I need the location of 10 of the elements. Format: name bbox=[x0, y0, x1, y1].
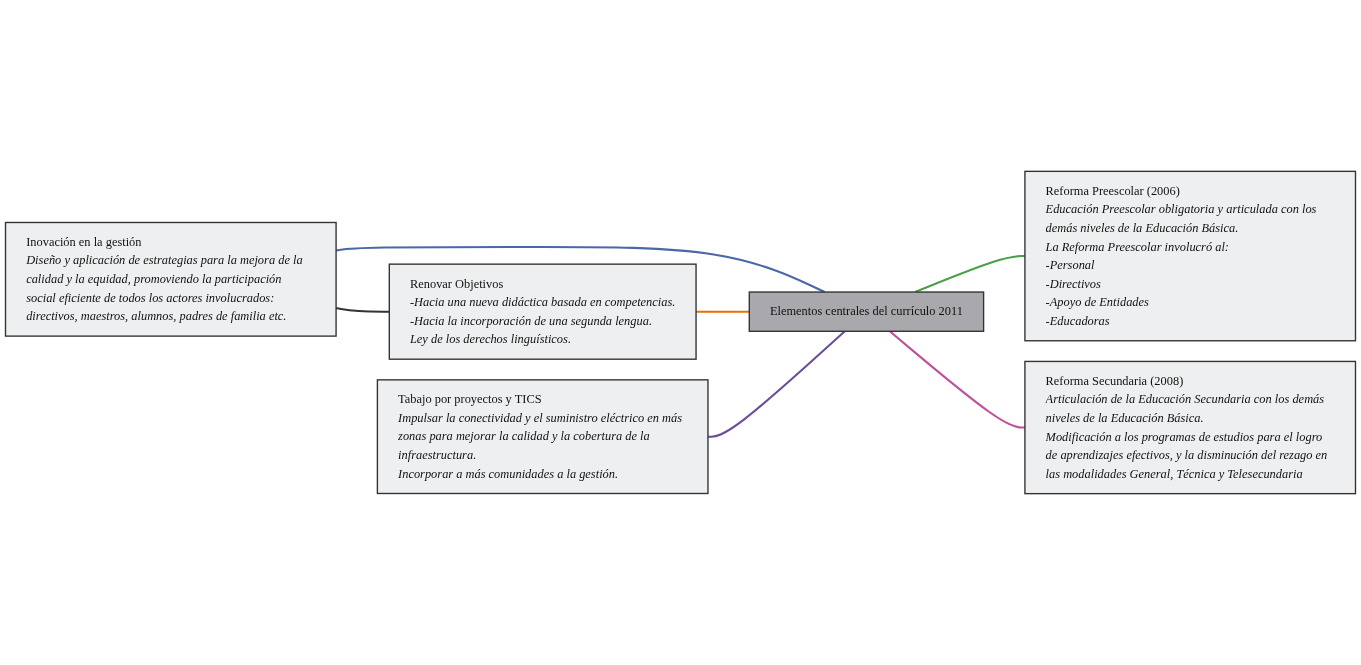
connector bbox=[914, 255, 1025, 293]
node-box: Reforma Preescolar (2006) Educación Preescolar obligatoria y articulada con los demás niveles de la Educación Básica. La Reforma Preescolar involucró al: -Personal -Directivos -Apoyo de Entidades -Educadoras bbox=[1024, 170, 1357, 342]
node-box: Renovar Objetivos -Hacia una nueva didáctica basada en competencias. -Hacia la incorporación de una segunda lengua. Ley de los derechos linguísticos. bbox=[388, 263, 697, 360]
node-box: Tabajo por proyectos y TICS Impulsar la conectividad y el suministro eléctrico en más zonas para mejorar la calidad y la cobertura de la infraestructura. Incorporar a más comunidades a la gestión. bbox=[376, 379, 709, 495]
node-box: Reforma Secundaria (2008) Articulación de la Educación Secundaria con los demás niveles de la Educación Básica. Modificación a los programas de estudios para el logro de aprendizajes efectivos, y la disminución del rezago en las modalidades General, Técnica y Telesecundaria bbox=[1024, 360, 1357, 495]
connector bbox=[889, 330, 1025, 429]
connector bbox=[696, 310, 750, 313]
connector bbox=[707, 330, 846, 438]
node-box: Elementos centrales del currículo 2011 bbox=[748, 291, 985, 332]
node-box: Inovación en la gestión Diseño y aplicación de estrategias para la mejora de la calidad y la equidad, promoviendo la participación social eficiente de todos los actores involucrados: directivos, maestros, alumnos, padres de familia etc. bbox=[4, 221, 337, 337]
